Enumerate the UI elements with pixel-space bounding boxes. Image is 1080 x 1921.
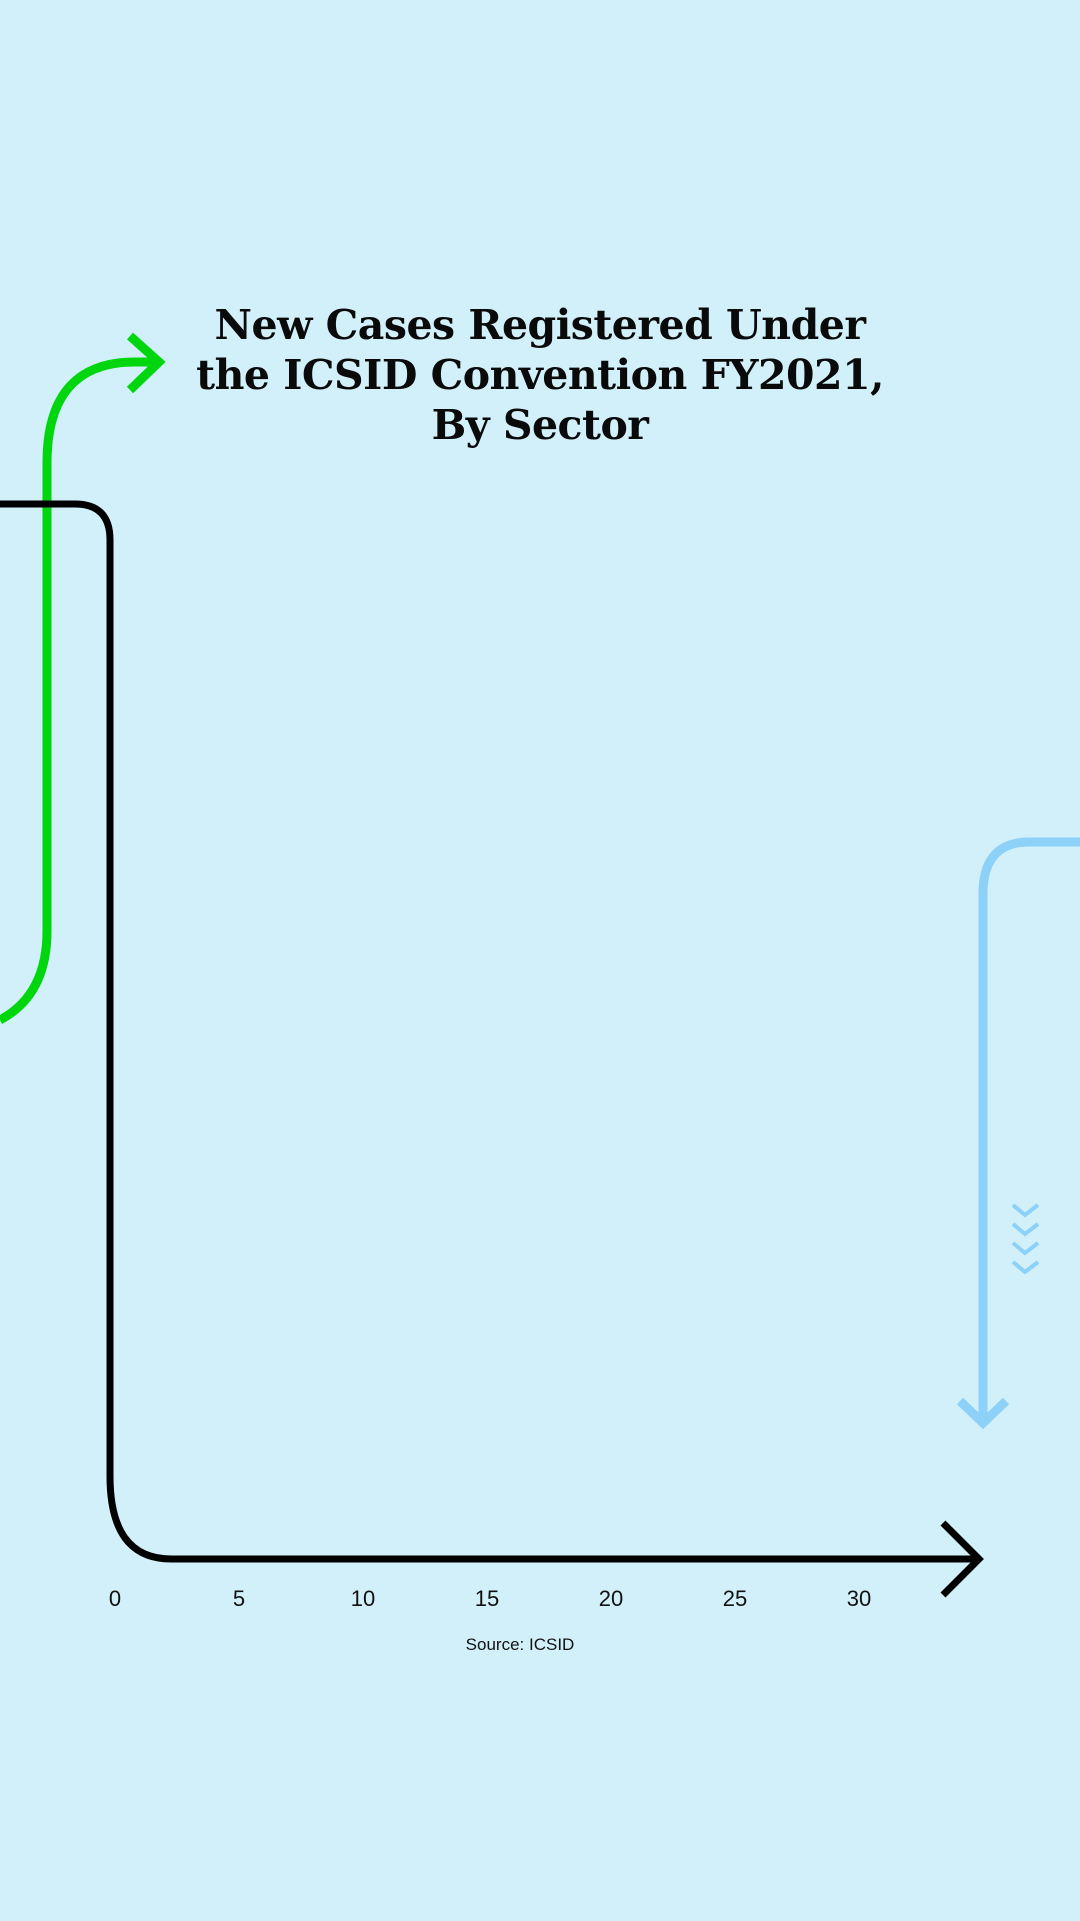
green-arrowhead bbox=[126, 332, 166, 394]
x-axis-line bbox=[0, 500, 978, 1563]
x-tick-label: 20 bbox=[598, 1586, 624, 1611]
chart-title: New Cases Registered Under the ICSID Con… bbox=[140, 300, 940, 450]
x-axis-arrowhead bbox=[940, 1520, 984, 1598]
title-line: the ICSID Convention FY2021, bbox=[196, 351, 884, 399]
title-line: New Cases Registered Under bbox=[214, 301, 866, 349]
x-tick-label: 5 bbox=[232, 1586, 246, 1611]
x-tick-label: 25 bbox=[722, 1586, 748, 1611]
source-note: Source: ICSID bbox=[465, 1635, 575, 1654]
x-tick-label: 10 bbox=[350, 1586, 376, 1611]
blue-arrowhead bbox=[956, 1397, 1010, 1430]
title-line: By Sector bbox=[431, 401, 649, 449]
chevron-down-icons bbox=[1011, 1203, 1040, 1275]
x-tick-label: 30 bbox=[846, 1586, 872, 1611]
x-tick-label: 15 bbox=[474, 1586, 500, 1611]
blue-arrow bbox=[978, 837, 1080, 1423]
x-tick-label: 0 bbox=[108, 1586, 122, 1611]
green-arrow bbox=[0, 357, 159, 1024]
